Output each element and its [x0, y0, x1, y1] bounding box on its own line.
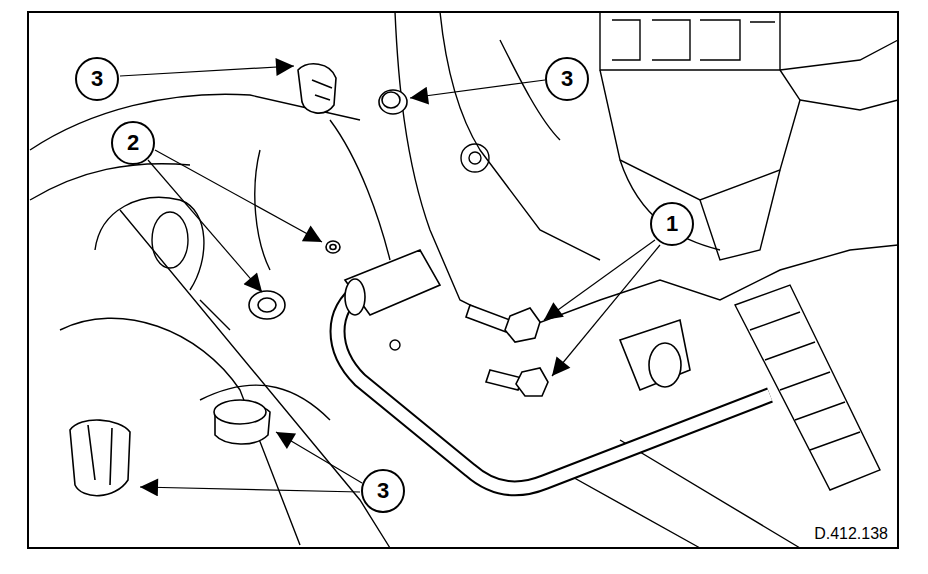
callout-number: 3: [561, 68, 573, 90]
callout-number: 3: [377, 480, 389, 502]
callout-circle: 3: [361, 469, 405, 513]
illustration-part: [600, 70, 800, 200]
illustration-part: [30, 164, 190, 200]
illustration-part: [600, 12, 780, 70]
illustration-part: [486, 370, 522, 390]
illustration-part: [505, 308, 540, 342]
plugs-and-washers: [70, 64, 407, 496]
illustration-part: [95, 197, 204, 290]
illustration-part: [382, 92, 400, 108]
illustration-part: [612, 20, 775, 60]
hose: [735, 285, 880, 490]
illustration-part: [780, 40, 898, 70]
illustration-part: [152, 212, 188, 268]
illustration-part: [750, 312, 860, 450]
illustration-part: [70, 420, 130, 496]
illustration-part: [255, 150, 270, 270]
illustration-part: [88, 425, 112, 485]
illustration-part: [800, 100, 898, 110]
illustration-part: [326, 241, 340, 253]
leader-lines: [120, 66, 660, 492]
callout-circle: 2: [111, 121, 155, 165]
illustration-part: [330, 245, 336, 250]
illustration-part: [60, 318, 300, 545]
illustration-part: [544, 240, 655, 320]
callout-number: 3: [91, 68, 103, 90]
callout-number: 1: [666, 213, 678, 235]
figure-reference: D.412.138: [812, 524, 890, 544]
illustration-part: [338, 290, 771, 488]
callout-circle: 3: [75, 57, 119, 101]
oil-pipe: [338, 250, 771, 488]
illustration-part: [312, 80, 332, 100]
illustration-part: [148, 160, 262, 292]
engine-block: [395, 12, 898, 330]
callout-circle: 3: [545, 57, 589, 101]
bolts: [466, 305, 548, 396]
illustration-part: [345, 250, 440, 315]
illustration-part: [395, 12, 898, 330]
illustration-part: [466, 305, 510, 332]
callout-circle: 1: [650, 202, 694, 246]
illustration-part: [120, 66, 294, 76]
illustration-part: [390, 340, 400, 350]
illustration-part: [258, 298, 276, 312]
illustration-part: [276, 432, 362, 483]
illustration-part: [345, 279, 365, 315]
illustration-part: [516, 368, 548, 396]
illustration-part: [735, 285, 880, 490]
illustration-part: [249, 291, 285, 319]
illustration-part: [620, 320, 690, 390]
illustration-part: [461, 144, 489, 172]
illustration-part: [469, 152, 481, 164]
illustration-part: [410, 80, 545, 98]
illustration-part: [700, 170, 780, 260]
illustration-part: [298, 64, 336, 113]
illustration-part: [620, 160, 720, 250]
illustration-part: [649, 343, 681, 387]
frame: [28, 12, 898, 548]
illustration-part: [214, 400, 266, 424]
illustration-part: [155, 150, 322, 242]
callout-number: 2: [127, 132, 139, 154]
illustration-part: [379, 90, 407, 114]
illustration-part: [140, 487, 360, 492]
illustration-part: [440, 12, 600, 260]
illustration-part: [338, 290, 771, 488]
oil-sump-housing: [30, 94, 800, 548]
illustration-part: [552, 245, 660, 376]
illustration-part: [330, 120, 390, 260]
